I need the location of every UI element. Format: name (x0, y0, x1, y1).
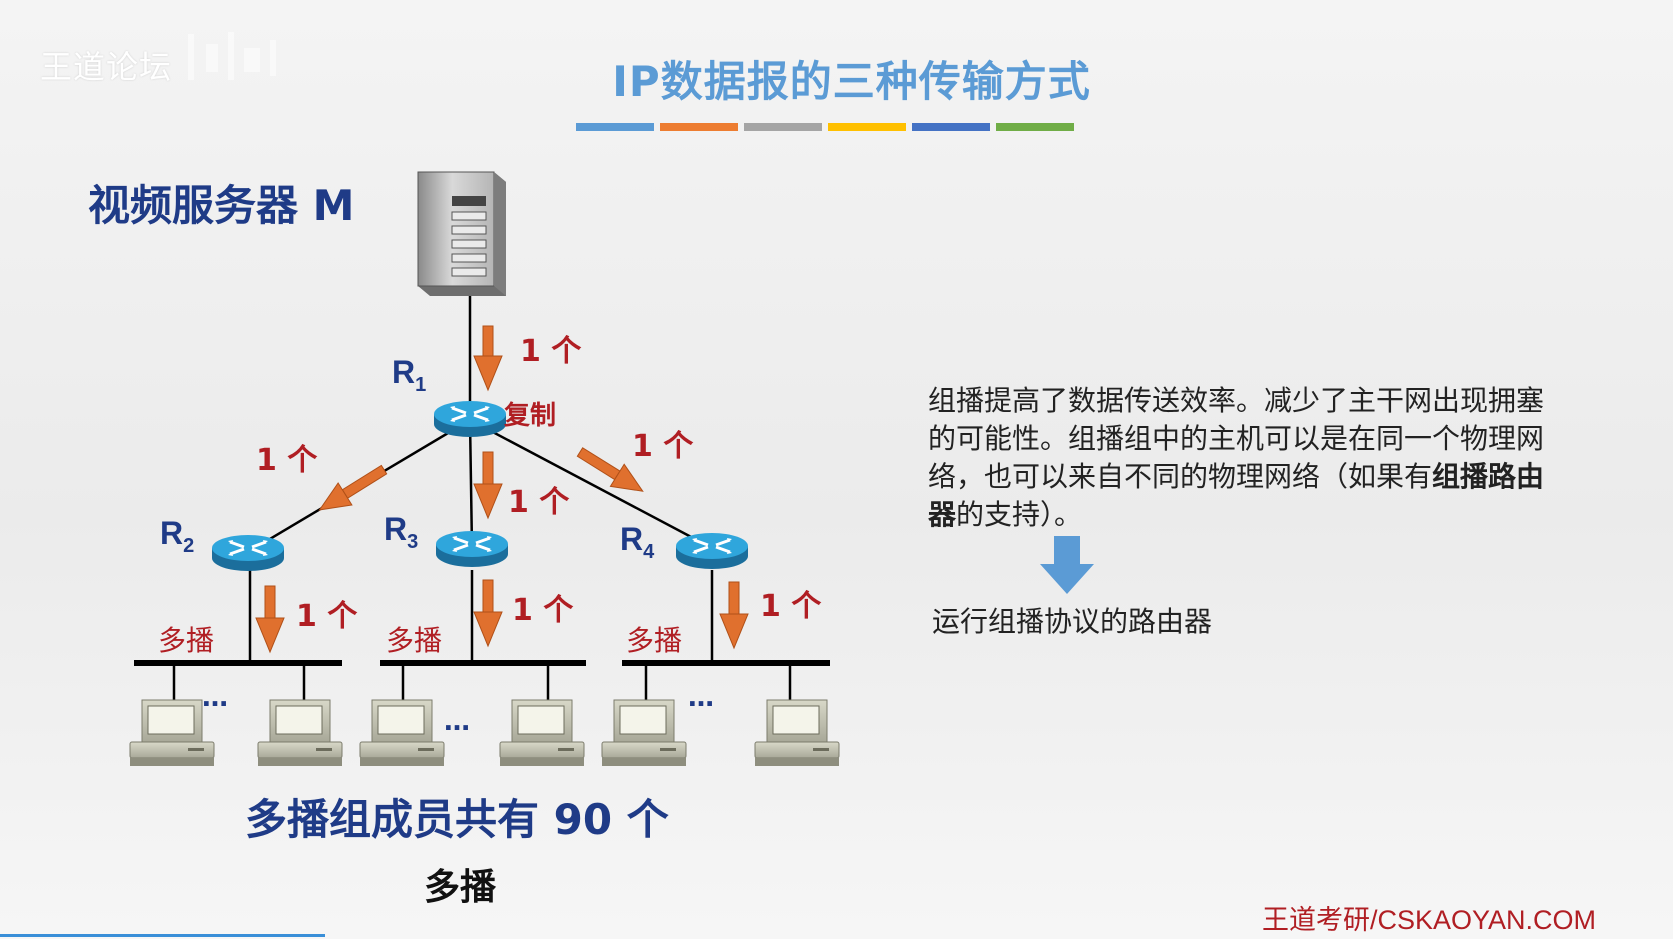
description-part-2: 的支持）。 (956, 498, 1083, 531)
description-text: 组播提高了数据传送效率。减少了主干网出现拥塞的可能性。组播组中的主机可以是在同一… (928, 382, 1568, 534)
arrow-r4-net (719, 581, 749, 650)
diagram-caption: 多播 (424, 867, 497, 908)
title-color-bar (912, 123, 990, 131)
net-label-1: 多播 (158, 624, 214, 657)
arrow-r1-r4 (576, 447, 644, 492)
arrow-down-r1 (473, 325, 503, 392)
watermark-bars-icon (188, 32, 276, 80)
count-label-2: 1 个 (256, 443, 318, 478)
arrow-r3-net (473, 579, 503, 648)
arrow-down-icon (1040, 536, 1094, 594)
router-r4-label: R4 (620, 521, 655, 563)
progress-bar (0, 934, 325, 937)
count-label-1: 1 个 (520, 334, 582, 369)
count-label-6: 1 个 (512, 593, 574, 628)
description-bold: 组播路由器 (928, 460, 1545, 531)
slide-title: IP数据报的三种传输方式 (612, 57, 1091, 106)
ellipsis-1: … (202, 683, 228, 713)
footer-brand: 王道考研/CSKAOYAN.COM (1262, 905, 1597, 935)
router-r4-icon (674, 531, 750, 571)
router-r1-icon (432, 399, 508, 439)
host-pc-icon (601, 699, 687, 767)
router-r3-label: R3 (384, 511, 418, 553)
server-icon (417, 171, 506, 296)
title-color-bar (660, 123, 738, 131)
arrow-r1-r3 (473, 451, 503, 520)
net-label-3: 多播 (626, 624, 682, 657)
net-label-2: 多播 (386, 624, 442, 657)
result-text: 运行组播协议的路由器 (932, 605, 1213, 638)
server-label: 视频服务器 M (88, 181, 355, 230)
title-color-bar (576, 123, 654, 131)
host-pc-icon (359, 699, 445, 767)
ellipsis-2: … (444, 707, 470, 737)
watermark-logo: 王道论坛 (40, 48, 173, 86)
title-color-bar (828, 123, 906, 131)
count-label-7: 1 个 (760, 589, 822, 624)
count-label-3: 1 个 (508, 485, 570, 520)
host-pc-icon (754, 699, 840, 767)
arrow-r1-r2 (318, 464, 388, 511)
description-part-1: 组播提高了数据传送效率。减少了主干网出现拥塞的可能性。组播组中的主机可以是在同一… (928, 384, 1545, 493)
count-label-4: 1 个 (632, 429, 694, 464)
host-pc-icon (257, 699, 343, 767)
count-label-5: 1 个 (296, 599, 358, 634)
router-r2-label: R2 (160, 515, 194, 557)
copy-label: 复制 (504, 401, 556, 431)
router-r2-icon (210, 533, 286, 573)
router-r3-icon (434, 529, 510, 569)
arrow-r2-net (255, 585, 285, 654)
router-r1-label: R1 (392, 354, 426, 396)
title-color-bar (996, 123, 1074, 131)
members-count-text: 多播组成员共有 90 个 (245, 795, 669, 844)
title-color-bar (744, 123, 822, 131)
host-pc-icon (499, 699, 585, 767)
ellipsis-3: … (688, 683, 714, 713)
